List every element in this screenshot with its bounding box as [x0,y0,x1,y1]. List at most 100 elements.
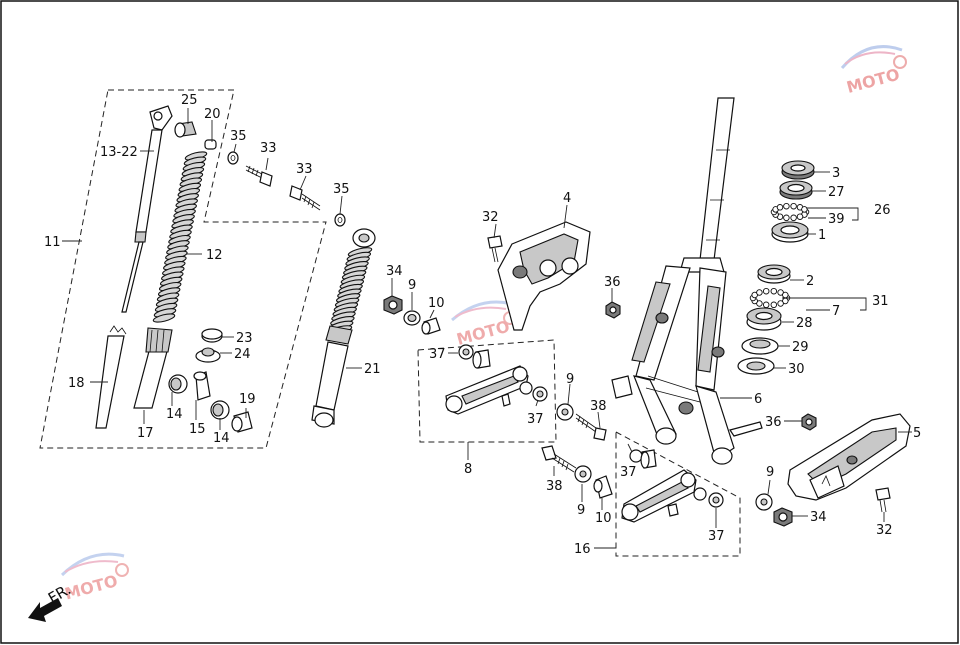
callout-label: 9 [577,503,585,518]
spring-part-12 [152,151,208,323]
spring-coil [152,313,176,323]
callout-label: 26 [874,203,891,218]
washer-part-24 [195,347,221,363]
bearing-ball [783,214,790,222]
callout-label: 33 [296,162,313,177]
callout-label: 11 [44,235,61,250]
group-16-outline [615,431,741,557]
callout-label: 39 [828,212,845,227]
bushing-part-25 [174,121,197,138]
bushing-part-19 [231,411,253,433]
washer-part-30 [737,357,775,375]
bolt-part-32b [875,487,891,513]
bushing-part-37b [519,381,548,402]
callout-label: 33 [260,141,277,156]
callout-label: 27 [828,185,845,200]
nut-part-34b [773,507,793,527]
bolt-part-32a [487,235,503,263]
washer-part-9c [574,465,592,483]
callout-label: 23 [236,331,253,346]
bearing-ball [782,291,789,299]
callout-label: 10 [428,296,445,311]
callout-label: 6 [754,392,762,407]
ball-race-part-39 [770,202,810,222]
dust-seal-part-29 [741,337,779,355]
damper-rod-part [121,105,173,313]
lock-nut-part-3 [781,160,815,180]
callout-label: 29 [792,340,809,355]
callout-labels: 252013-223533333511122324181415191417213… [44,93,921,557]
leader-lines [62,108,912,549]
callout-label: 32 [876,523,893,538]
callout-label: 20 [204,107,221,122]
nut-part-36a [605,301,621,319]
callout-label: 14 [213,431,230,446]
bearing-ball [783,202,790,210]
callout-label: 34 [810,510,827,525]
callout-label: 14 [166,407,183,422]
callout-label: 36 [765,415,782,430]
callout-label: 31 [872,294,889,309]
bearing-ball [762,287,770,295]
watermark-text: MOTO [845,65,902,97]
bearing-ball [777,300,784,307]
watermark-logo-top-right: MOTO [840,45,907,97]
watermark-logo-mid: MOTO [451,300,517,349]
callout-label: 37 [620,465,637,480]
link-arm-part-8 [445,365,529,415]
ball-race-part-7 [749,287,791,309]
top-cone-race-part-1 [771,221,809,243]
seal-part-23 [201,328,223,343]
callout-label: 30 [788,362,805,377]
callout-label: 32 [482,210,499,225]
bushing-part-37c [629,449,657,469]
callout-label: 1 [818,228,826,243]
callout-label: 21 [364,362,381,377]
nut-part-34a [383,295,403,315]
callout-label: 28 [796,316,813,331]
bushing-part-37d [693,487,724,508]
callout-label: 9 [766,465,774,480]
callout-label: 35 [333,182,350,197]
callout-label: 13-22 [100,145,138,160]
callout-label: 37 [527,412,544,427]
link-arm-part-16 [621,469,697,523]
callout-label: 4 [563,191,571,206]
bearing-ball [790,214,797,222]
callout-label: 12 [206,248,223,263]
bearing-ball [790,202,797,210]
bolt-part-33b [289,185,321,211]
callout-label: 8 [464,462,472,477]
fork-cover-part-5 [787,413,911,501]
washer-part-35a [227,151,239,165]
callout-label: 35 [230,129,247,144]
callout-label: 17 [137,426,154,441]
bearing-ball [762,301,770,309]
group-11-outline [39,89,327,449]
bearing-ball [776,204,784,211]
callout-label: 37 [708,529,725,544]
bushing-part-37a [458,344,474,360]
pin-part-20 [204,139,217,150]
washer-part-9b [556,403,574,421]
washer-part-9a [403,310,421,326]
bottom-cone-race-part-28 [746,307,782,331]
collar-part-10a [421,317,441,335]
nut-part-36b [801,413,817,431]
steering-stem-fork-part-6 [611,97,763,465]
washer-part-35b [334,213,346,227]
bearing-ball [770,287,778,295]
outer-tube-part-17 [133,327,173,409]
fork-tube-part-18 [95,325,127,429]
adjusting-nut-part-27 [779,180,813,200]
callout-label: 7 [832,304,840,319]
washer-part-9d [755,493,773,511]
watermark-text: MOTO [63,571,120,603]
callout-label: 19 [239,392,256,407]
callout-label: 38 [590,399,607,414]
top-race-part-2 [757,264,791,284]
sleeve-part-8-upper [472,349,491,369]
